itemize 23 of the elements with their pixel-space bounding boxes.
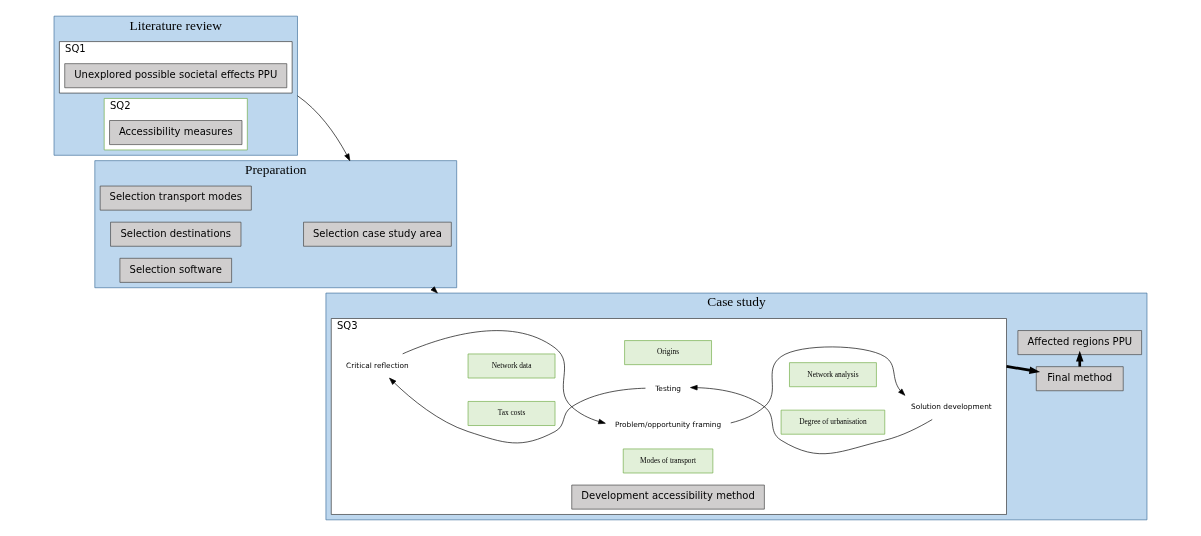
- arrow: [1076, 350, 1084, 367]
- node-box: Origins: [624, 340, 712, 365]
- node-box: Selection software: [119, 257, 232, 283]
- node-box: Network data: [467, 353, 556, 379]
- node-box: Modes of transport: [622, 448, 714, 474]
- node-box: Selection transport modes: [99, 185, 252, 211]
- node-box: Unexplored possible societal effects PPU: [64, 63, 288, 89]
- node-box: Affected regions PPU: [1017, 330, 1142, 355]
- arrow: [1006, 365, 1041, 374]
- node-box: Tax costs: [467, 401, 556, 426]
- node-box: Development accessibility method: [571, 484, 765, 510]
- node-box: Selection case study area: [303, 221, 452, 247]
- arrow: [402, 330, 606, 425]
- node-box: Accessibility measures: [109, 120, 243, 145]
- arrow: [730, 346, 906, 424]
- arrow: [690, 385, 933, 455]
- node-box: Network analysis: [789, 362, 877, 388]
- node-box: Degree of urbanisation: [780, 409, 886, 435]
- arrow: [297, 95, 351, 161]
- node-box: Selection destinations: [110, 221, 242, 247]
- node-box: Final method: [1035, 366, 1124, 392]
- arrow: [389, 377, 646, 444]
- arrow: [430, 286, 438, 294]
